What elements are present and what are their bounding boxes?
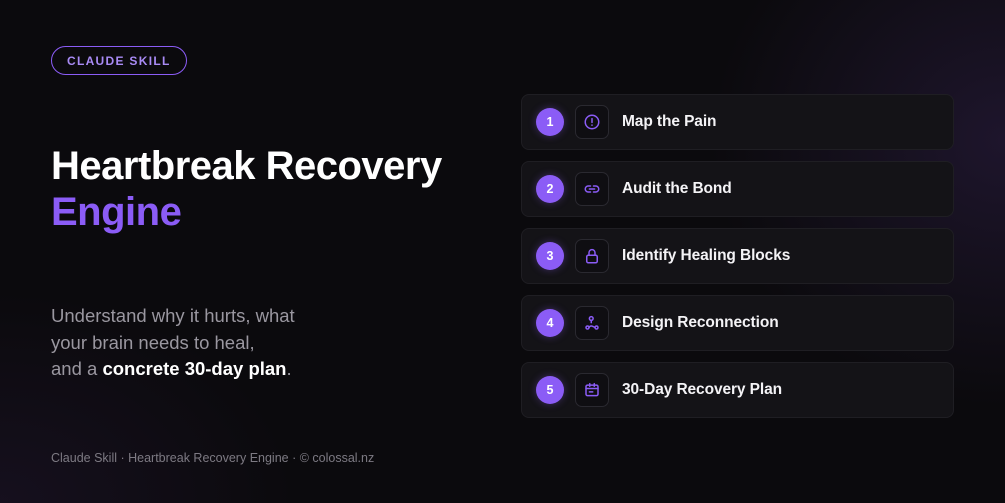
step-item-design-reconnection: 4 Design Reconnection [521, 295, 954, 351]
step-label: 30-Day Recovery Plan [622, 381, 782, 398]
step-number: 4 [536, 309, 564, 337]
title-line-2: Engine [51, 190, 182, 234]
step-number: 2 [536, 175, 564, 203]
step-number: 5 [536, 376, 564, 404]
step-label: Identify Healing Blocks [622, 247, 791, 264]
lock-icon [575, 239, 609, 273]
step-item-audit-bond: 2 Audit the Bond [521, 161, 954, 217]
alert-circle-icon [575, 105, 609, 139]
description-line-2: your brain needs to heal, [51, 331, 255, 353]
description-line-1: Understand why it hurts, what [51, 305, 295, 326]
step-item-healing-blocks: 3 Identify Healing Blocks [521, 228, 954, 284]
description-line-3-prefix: and a [51, 358, 103, 379]
footer-credit: Claude Skill · Heartbreak Recovery Engin… [51, 451, 375, 465]
page-title: Heartbreak Recovery Engine [51, 143, 491, 235]
step-label: Audit the Bond [622, 180, 732, 197]
step-label: Design Reconnection [622, 314, 779, 331]
step-label: Map the Pain [622, 113, 717, 130]
steps-list: 1 Map the Pain 2 Audit the Bond 3 [521, 94, 954, 429]
step-number: 3 [536, 242, 564, 270]
step-item-map-pain: 1 Map the Pain [521, 94, 954, 150]
step-number: 1 [536, 108, 564, 136]
description: Understand why it hurts, what your brain… [51, 303, 351, 383]
link-icon [575, 172, 609, 206]
title-line-1: Heartbreak Recovery [51, 144, 442, 188]
description-line-3-suffix: . [286, 358, 292, 379]
step-item-recovery-plan: 5 30-Day Recovery Plan [521, 362, 954, 418]
skill-badge: CLAUDE SKILL [51, 46, 187, 75]
description-emphasis: concrete 30-day plan [102, 358, 287, 379]
route-icon [575, 306, 609, 340]
calendar-icon [575, 373, 609, 407]
